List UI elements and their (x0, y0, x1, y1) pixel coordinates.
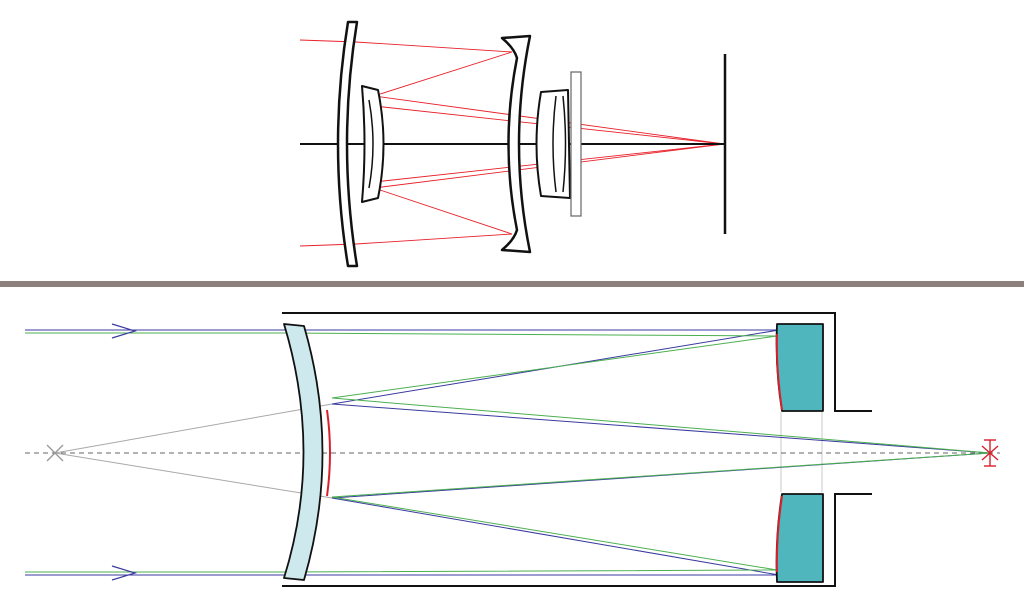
tube-outline (282, 312, 872, 587)
corrector-coating (326, 409, 331, 497)
filter-plate (570, 71, 582, 217)
ray-blue-upper (25, 329, 991, 454)
focal-mark-diag-b (981, 445, 999, 461)
catadioptric-diagram (25, 312, 1000, 587)
section-divider (0, 281, 1024, 287)
ray-red-top-back (373, 51, 513, 97)
virtual-focus-marker (46, 444, 64, 462)
ray-red-top-front (355, 41, 513, 53)
ray-red-bot-front (355, 233, 513, 245)
front-secondary-lens-inner (368, 99, 374, 189)
primary-mirror-upper-coating (775, 333, 783, 411)
primary-mirror-lower-coating (775, 495, 783, 573)
focal-point-marker (981, 439, 999, 467)
rear-secondary-lens-inner (552, 95, 567, 193)
primary-mirror-upper (775, 323, 824, 412)
virtual-focus-line-b (46, 444, 64, 462)
arrow-upper-icon (111, 323, 138, 339)
ray-green-lower (25, 452, 991, 573)
virtual-focus-rays (54, 403, 333, 499)
ray-red-bot-back (373, 187, 513, 235)
rear-meniscus-lens (500, 34, 532, 254)
front-meniscus-lens (336, 20, 359, 268)
ray-green-upper (25, 332, 991, 454)
ray-gray-upper (54, 403, 333, 454)
meniscus-corrector (283, 323, 324, 581)
arrow-lower-icon (111, 565, 138, 581)
ray-gray-lower (54, 452, 333, 499)
refractive-lens-diagram (299, 20, 727, 268)
primary-mirror-lower (775, 493, 824, 583)
